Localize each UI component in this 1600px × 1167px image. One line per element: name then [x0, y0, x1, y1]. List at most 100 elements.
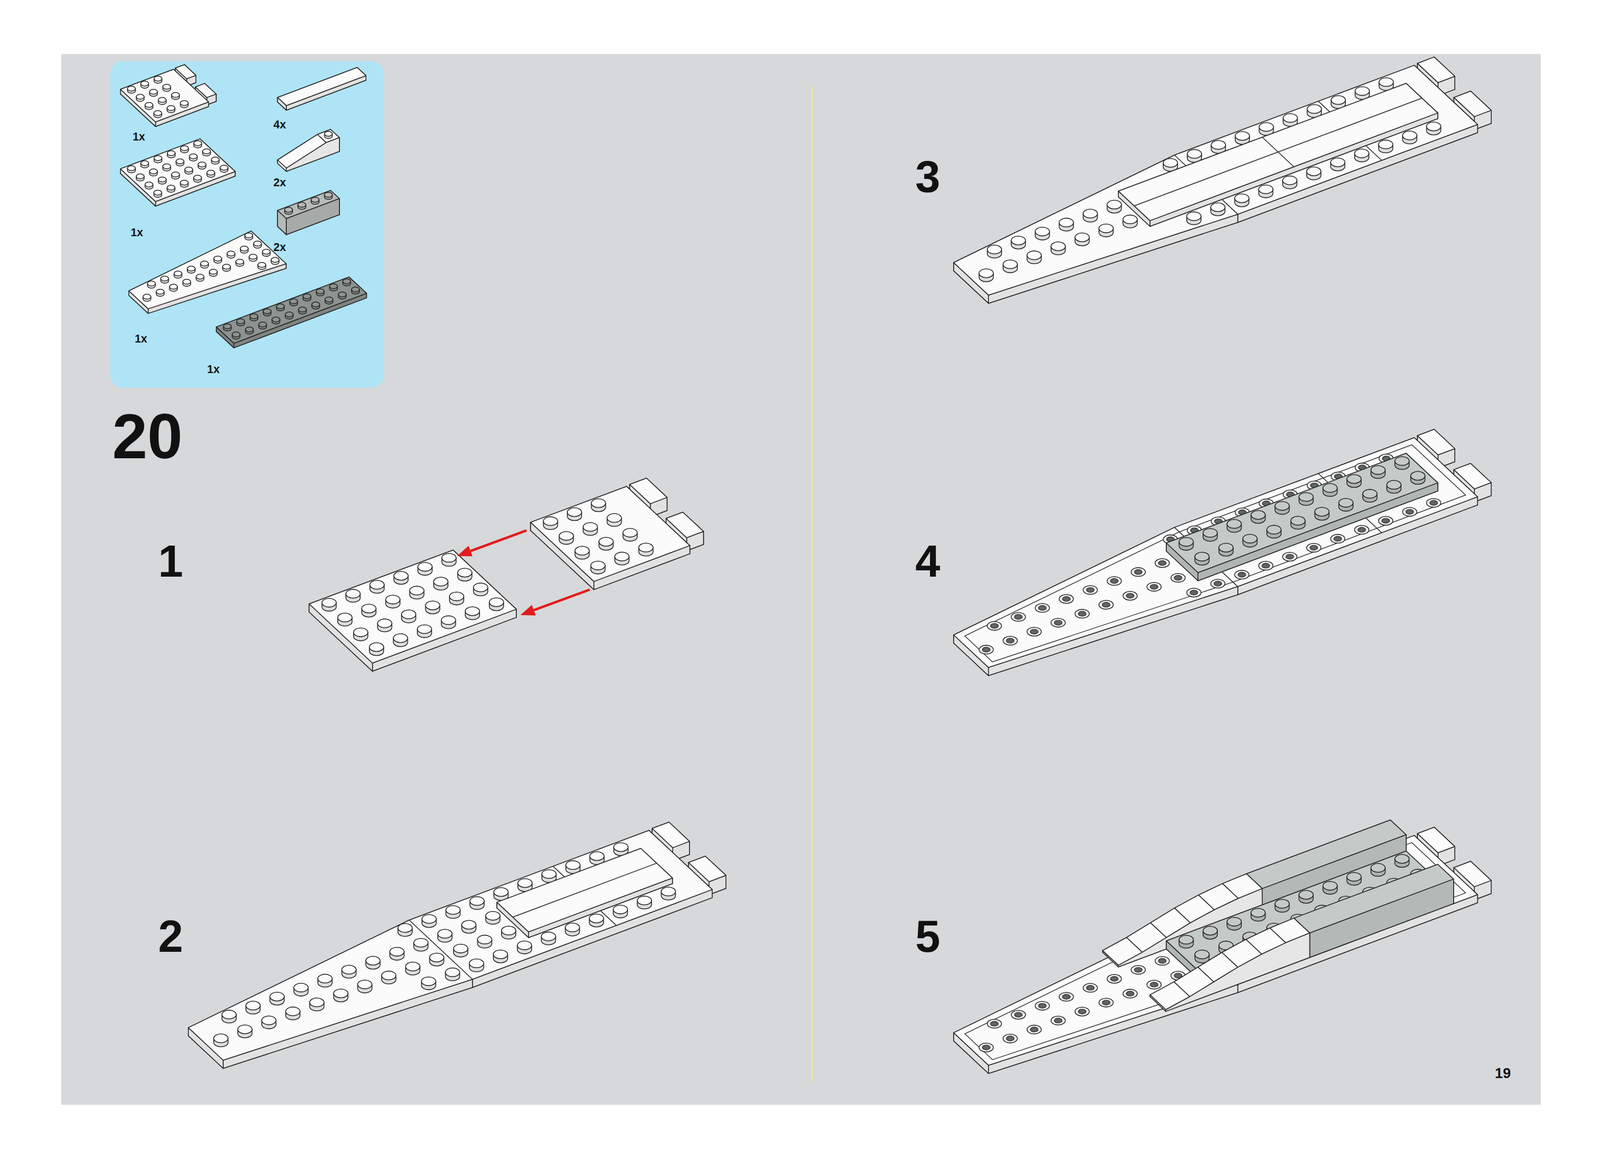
- stud-top: [417, 562, 433, 572]
- stud: [558, 531, 574, 545]
- stud-top: [253, 241, 262, 246]
- stud-top: [381, 971, 396, 981]
- stud-top: [567, 507, 582, 517]
- tube-inner: [1190, 590, 1198, 596]
- stud-top: [623, 528, 638, 538]
- face: [530, 486, 690, 582]
- stud: [222, 1010, 237, 1024]
- face: [1102, 937, 1143, 966]
- stud: [153, 110, 162, 118]
- tube-ring: [1003, 636, 1018, 646]
- tube-ring: [1146, 980, 1162, 990]
- tube-ring: [978, 645, 994, 655]
- stud-top: [1251, 510, 1266, 520]
- page-divider: [811, 86, 814, 1082]
- stud: [169, 284, 178, 292]
- stud: [357, 980, 373, 994]
- stud-top: [445, 905, 460, 915]
- tube-outer: [1210, 579, 1225, 589]
- stud: [140, 81, 149, 88]
- stud-top: [324, 192, 333, 198]
- stud: [209, 269, 218, 277]
- stud-top: [223, 324, 232, 329]
- stud-top: [180, 145, 189, 151]
- tube-inner: [1174, 575, 1183, 581]
- stud-top: [1098, 224, 1114, 234]
- stud: [1035, 227, 1050, 240]
- face: [277, 210, 287, 235]
- stud-top: [342, 278, 351, 284]
- stud: [623, 528, 638, 542]
- face: [953, 437, 1478, 668]
- stud-top: [270, 992, 285, 1002]
- tube-ring: [1003, 1034, 1018, 1044]
- stud: [1275, 501, 1290, 515]
- stud: [1371, 863, 1386, 877]
- stud-top: [311, 197, 319, 203]
- stud: [244, 233, 253, 240]
- stud-top: [1338, 498, 1354, 508]
- tube-outer: [1131, 965, 1146, 975]
- face: [1165, 933, 1310, 1012]
- stud-top: [184, 167, 193, 173]
- stud: [489, 597, 504, 611]
- tube-outer: [1258, 561, 1273, 571]
- stud: [978, 268, 994, 282]
- stud-top: [1410, 471, 1425, 481]
- stud: [1210, 203, 1225, 216]
- stud: [136, 174, 145, 182]
- stud-top: [316, 288, 325, 294]
- stud: [341, 965, 356, 979]
- stud-top: [171, 172, 180, 177]
- stud-top: [154, 155, 163, 161]
- stud: [154, 76, 163, 84]
- stud-top: [1226, 917, 1242, 927]
- stud: [333, 989, 348, 1003]
- stud-top: [1178, 935, 1194, 945]
- face: [1166, 453, 1438, 573]
- face: [1150, 982, 1190, 1010]
- stud-top: [1282, 175, 1297, 185]
- stud-top: [127, 86, 136, 92]
- stud-top: [421, 977, 436, 987]
- stud-top: [1323, 881, 1338, 891]
- stud-top: [333, 989, 348, 999]
- stud: [180, 145, 189, 153]
- stud: [473, 583, 488, 596]
- stud: [1098, 224, 1114, 237]
- stud: [182, 279, 191, 287]
- stud: [298, 307, 307, 315]
- part-quantity: 4x: [273, 118, 287, 132]
- stud-top: [405, 962, 420, 972]
- tube-inner: [1126, 593, 1135, 599]
- stud-top: [160, 276, 169, 282]
- tube-inner: [1357, 527, 1366, 533]
- stud-top: [591, 498, 606, 508]
- arrow-head: [457, 545, 473, 557]
- tube-ring: [1123, 591, 1138, 601]
- tube-ring: [1146, 582, 1162, 592]
- stud: [154, 155, 163, 163]
- tube-ring: [1378, 516, 1393, 526]
- tube-outer: [987, 621, 1002, 631]
- tube-outer: [1402, 507, 1417, 517]
- stud-top: [1035, 227, 1050, 237]
- tube-outer: [1075, 609, 1090, 619]
- stud: [293, 983, 308, 997]
- stud-top: [166, 185, 175, 190]
- stud: [206, 170, 215, 178]
- stud: [1218, 543, 1234, 557]
- stud: [453, 944, 468, 957]
- stud-top: [1058, 218, 1074, 228]
- stud-top: [222, 264, 231, 269]
- part-quantity: 1x: [132, 130, 146, 144]
- arrow-head: [520, 605, 536, 616]
- stud-top: [445, 968, 460, 978]
- stud: [1378, 140, 1393, 153]
- stud: [422, 914, 437, 928]
- stud: [329, 284, 338, 292]
- stud: [345, 589, 360, 603]
- tube-inner: [1086, 985, 1095, 991]
- stud-top: [1258, 184, 1273, 194]
